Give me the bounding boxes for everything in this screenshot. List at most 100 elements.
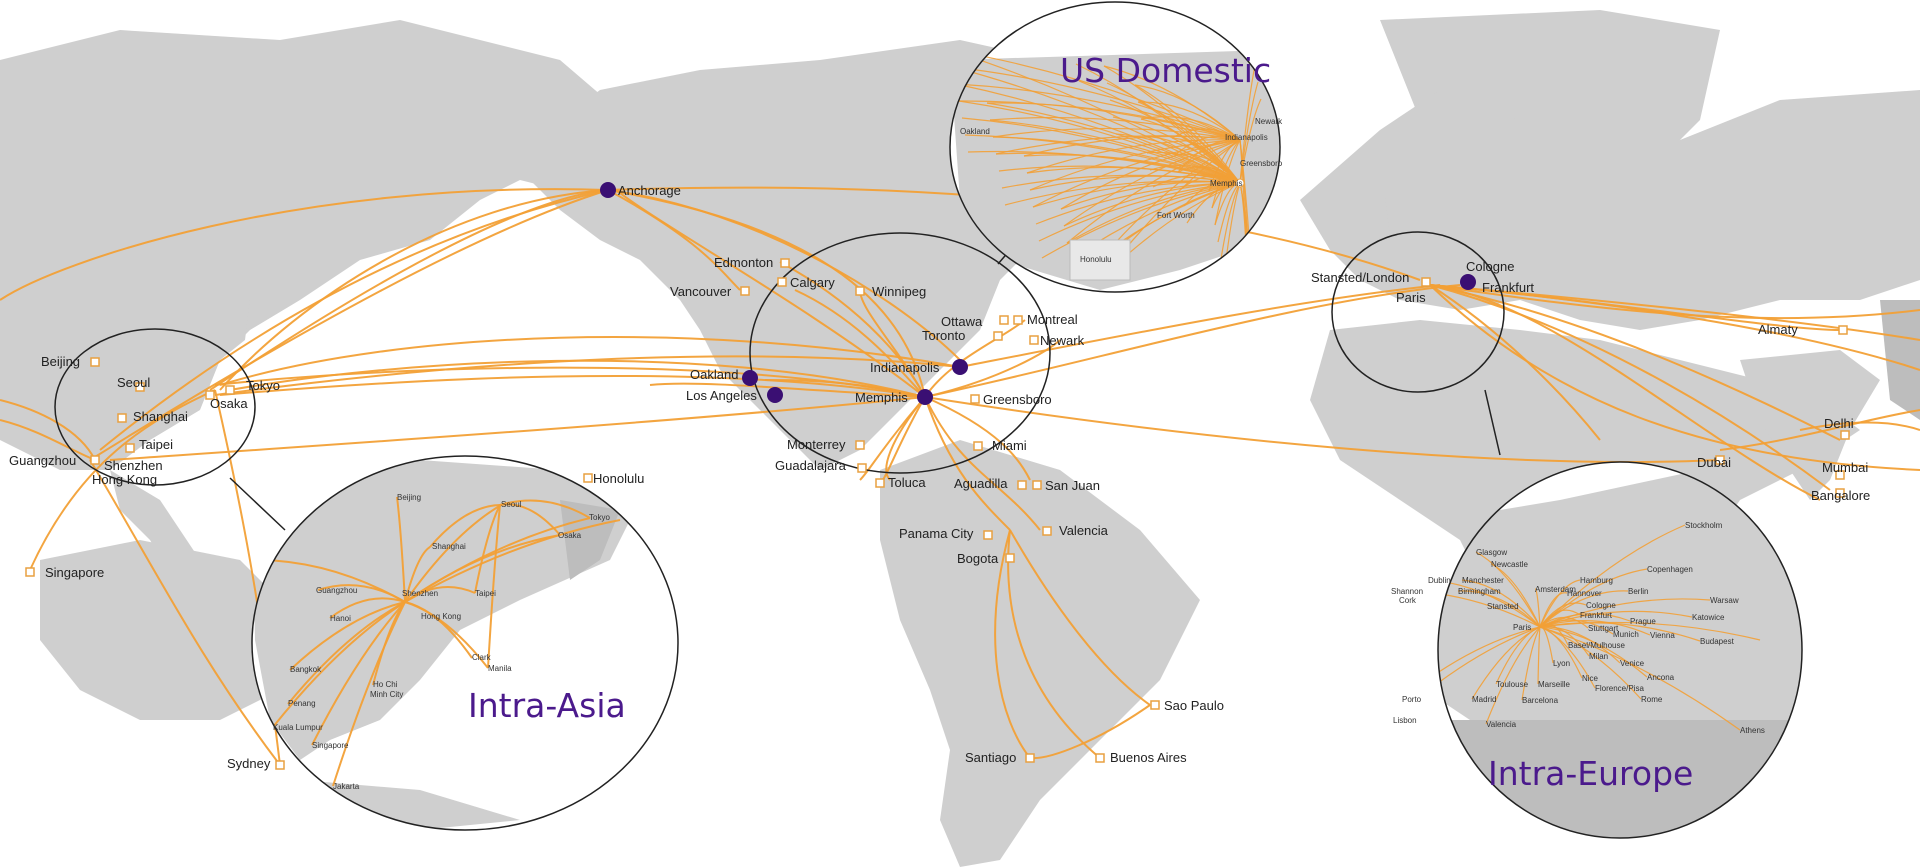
route-line [1457,590,1541,628]
route-line [958,100,1241,141]
city-marker [125,443,135,453]
city-marker [1042,526,1052,536]
route-line [1438,626,1541,721]
route-line [287,601,406,705]
city-marker [1835,488,1845,498]
asia-label-minh-city: Minh City [370,690,403,699]
route-line [1029,139,1241,191]
label-miami: Miami [992,438,1027,453]
label-shenzhen: Shenzhen [104,458,163,473]
hubs [600,182,1476,405]
city-marker [855,286,865,296]
route-line [259,559,406,603]
us-label-greensboro: Greensboro [1240,159,1283,168]
eu-label-stockholm: Stockholm [1685,521,1723,530]
route-line [1539,592,1568,628]
route-line [311,601,406,746]
eu-label-barcelona: Barcelona [1522,696,1559,705]
hub-cologne [1460,274,1476,290]
label-seoul: Seoul [117,375,150,390]
city-marker [875,478,885,488]
asia-label-shanghai: Shanghai [432,542,466,551]
city-marker [25,567,35,577]
label-santiago: Santiago [965,750,1016,765]
asia-ring [54,328,286,531]
label-panama-city: Panama City [899,526,974,541]
city-marker [90,357,100,367]
label-hong-kong: Hong Kong [92,472,157,487]
asia-label-osaka: Osaka [558,531,582,540]
route-line [272,601,406,728]
eu-label-marseille: Marseille [1538,680,1571,689]
eu-label-shannon: Shannon [1391,587,1423,596]
label-toronto: Toronto [922,328,965,343]
route-line [1539,626,1648,678]
eu-label-frankfurt: Frankfurt [1580,611,1613,620]
label-valencia: Valencia [1059,523,1109,538]
label-buenos-aires: Buenos Aires [1110,750,1187,765]
asia-label-ho-chi: Ho Chi [373,680,398,689]
hub-oakland [742,370,758,386]
city-marker [1013,315,1023,325]
asia-label-bangkok: Bangkok [290,665,322,674]
route-line [998,165,1241,184]
route-line [1537,626,1541,685]
eu-label-munich: Munich [1613,630,1639,639]
city-marker [1095,753,1105,763]
eu-label-hamburg: Hamburg [1580,576,1613,585]
eu-label-paris: Paris [1513,623,1531,632]
route-line [289,601,406,671]
route-line [1103,65,1241,141]
route-line [1214,139,1241,226]
europe-ring [1331,231,1505,456]
asia-label-kuala-lumpur: Kuala Lumpur [273,723,323,732]
city-marker [1715,455,1725,465]
route-line [1539,620,1651,636]
label-osaka: Osaka [210,396,248,411]
eu-label-lyon: Lyon [1553,659,1570,668]
label-almaty: Almaty [1758,322,1798,337]
eu-label-stansted: Stansted [1487,602,1519,611]
label-aguadilla: Aguadilla [954,476,1008,491]
route-line [487,504,501,669]
asia-inset-labels: Beijing Seoul Osaka Tokyo Shanghai Guang… [273,493,610,791]
intra-asia-inset [251,455,679,831]
route-line [404,546,431,603]
label-dubai: Dubai [1697,455,1731,470]
label-guadalajara: Guadalajara [775,458,847,473]
route-line [1115,133,1241,184]
route-line [404,517,591,603]
route-line [1211,139,1241,209]
title-us-domestic: US Domestic [1060,51,1271,90]
route-line [1539,568,1648,628]
asia-label-guangzhou: Guangzhou [316,586,357,595]
label-edmonton: Edmonton [714,255,773,270]
route-line [1521,626,1541,701]
title-intra-asia: Intra-Asia [468,686,626,725]
city-marker [1835,470,1845,480]
eu-label-florence-pisa: Florence/Pisa [1595,684,1644,693]
city-markers [25,258,1850,770]
route-line [989,119,1241,184]
asia-label-manila: Manila [488,664,512,673]
route-line [1539,626,1741,731]
eu-label-prague: Prague [1630,617,1656,626]
eu-label-newcastle: Newcastle [1491,560,1528,569]
city-marker [1840,430,1850,440]
route-line [1060,139,1241,210]
city-marker [857,463,867,473]
city-marker [973,441,983,451]
route-line [1539,524,1686,628]
asia-label-jakarta: Jakarta [333,782,360,791]
route-line [1534,588,1541,628]
city-marker [855,440,865,450]
route-line [1137,101,1241,141]
hub-memphis [917,389,933,405]
route-line [1539,626,1596,689]
route-line [1539,613,1631,628]
us-label-honolulu: Honolulu [1080,255,1112,264]
route-line [1461,579,1541,628]
label-oakland: Oakland [690,367,738,382]
route-line [952,66,1241,184]
